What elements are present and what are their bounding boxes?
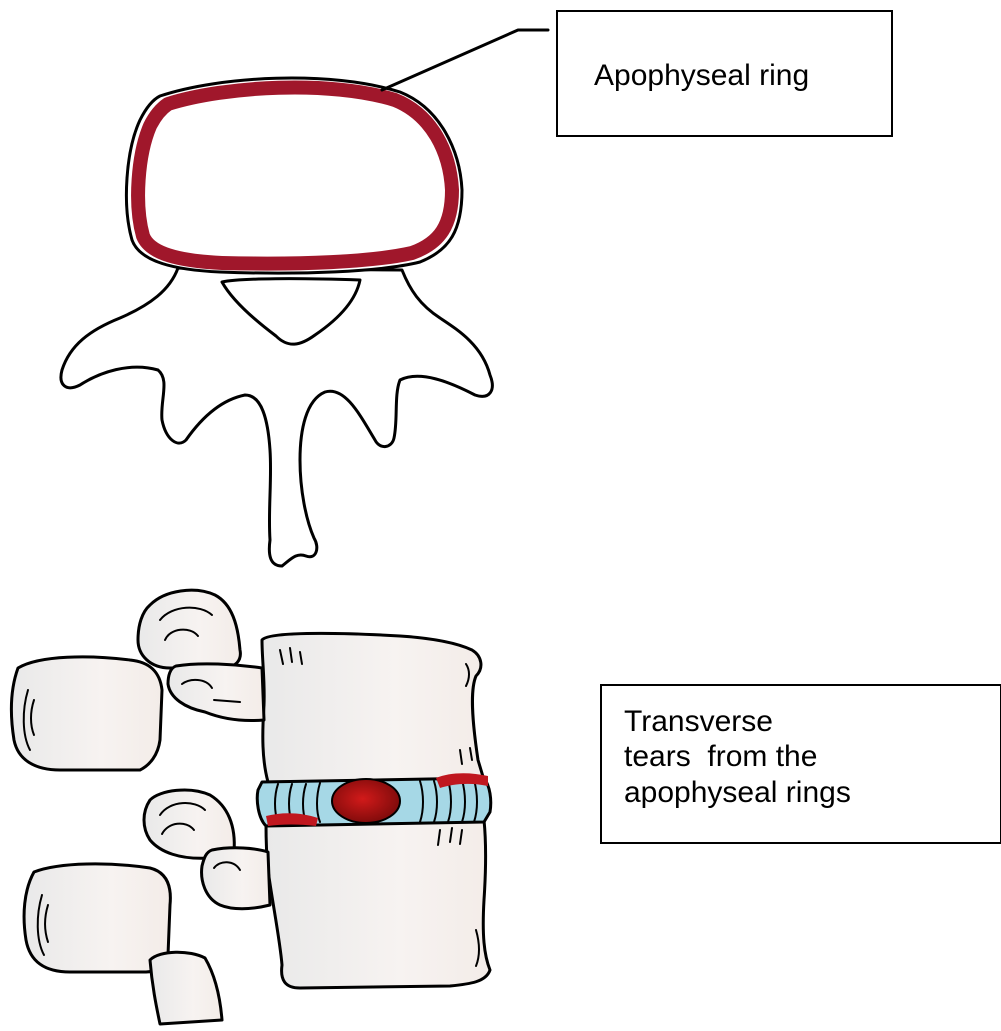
tears-label-line-3: apophyseal rings [624, 775, 851, 810]
lumbar-spine-segment [11, 590, 490, 1024]
upper-pedicle [168, 664, 264, 721]
transverse-tears-label-box: Transverse tears from the apophyseal rin… [600, 684, 1001, 844]
lower-vertebral-body [266, 820, 490, 988]
vertebra-axial-view [61, 30, 548, 566]
tears-label-line-1: Transverse [624, 704, 851, 739]
upper-articular-process [138, 590, 240, 668]
upper-vertebral-body [262, 633, 484, 782]
tears-label-line-2: tears from the [624, 739, 851, 774]
transverse-tears-label: Transverse tears from the apophyseal rin… [624, 704, 851, 810]
disc-herniation [332, 779, 400, 823]
lower-pedicle [202, 848, 270, 909]
apophyseal-ring-label-box: Apophyseal ring [556, 10, 893, 137]
upper-transverse-process [11, 657, 162, 770]
lower-spinous-process [150, 952, 222, 1024]
ring-leader-line [382, 30, 548, 90]
apophyseal-ring-label: Apophyseal ring [594, 58, 809, 93]
